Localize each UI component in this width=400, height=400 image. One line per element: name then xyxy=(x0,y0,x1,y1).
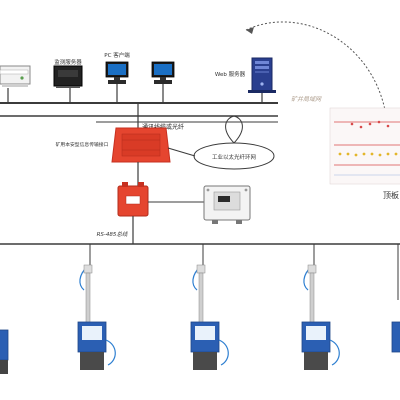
ring-connector xyxy=(167,147,196,157)
monitor-server-label: 监测服务器 xyxy=(54,58,82,66)
pc-client-1 xyxy=(105,61,129,84)
comm-fiber-label: 通讯线缆或光纤 xyxy=(142,123,184,131)
ring-network-label: 工业以太光纤环网 xyxy=(212,153,257,161)
roof-label: 顶板 xyxy=(383,190,399,200)
roof-pressure-sensor-3 xyxy=(301,244,340,370)
converter-box xyxy=(117,182,149,217)
server-box-left xyxy=(0,65,31,87)
bus-drops xyxy=(7,84,263,128)
link-arrow-curve xyxy=(245,21,386,111)
arrow-head-icon xyxy=(246,27,254,34)
pc-client-2 xyxy=(151,61,175,84)
roof-pressure-sensor-2 xyxy=(190,244,229,370)
roof-pressure-sensor-1 xyxy=(77,244,116,370)
mine-station-label: 矿用本安型信息传输接口 xyxy=(56,141,109,148)
rs485-label: RS-485总线 xyxy=(97,231,128,238)
network-bus xyxy=(0,102,278,123)
roof-pressure-sensor-0 xyxy=(0,329,9,374)
mine-lan-label: 矿井局域网 xyxy=(291,95,322,103)
power-supply-box xyxy=(203,185,251,224)
roof-pressure-sensor-4 xyxy=(391,244,400,353)
web-server-label: Web 服务器 xyxy=(215,70,246,78)
roof-chart-thumbnail xyxy=(329,107,400,185)
web-server xyxy=(248,57,276,93)
ring-loop xyxy=(225,115,243,144)
monitoring-server xyxy=(53,65,83,88)
pc-client-label: PC 客户端 xyxy=(104,51,130,59)
transmission-interface xyxy=(111,127,171,163)
